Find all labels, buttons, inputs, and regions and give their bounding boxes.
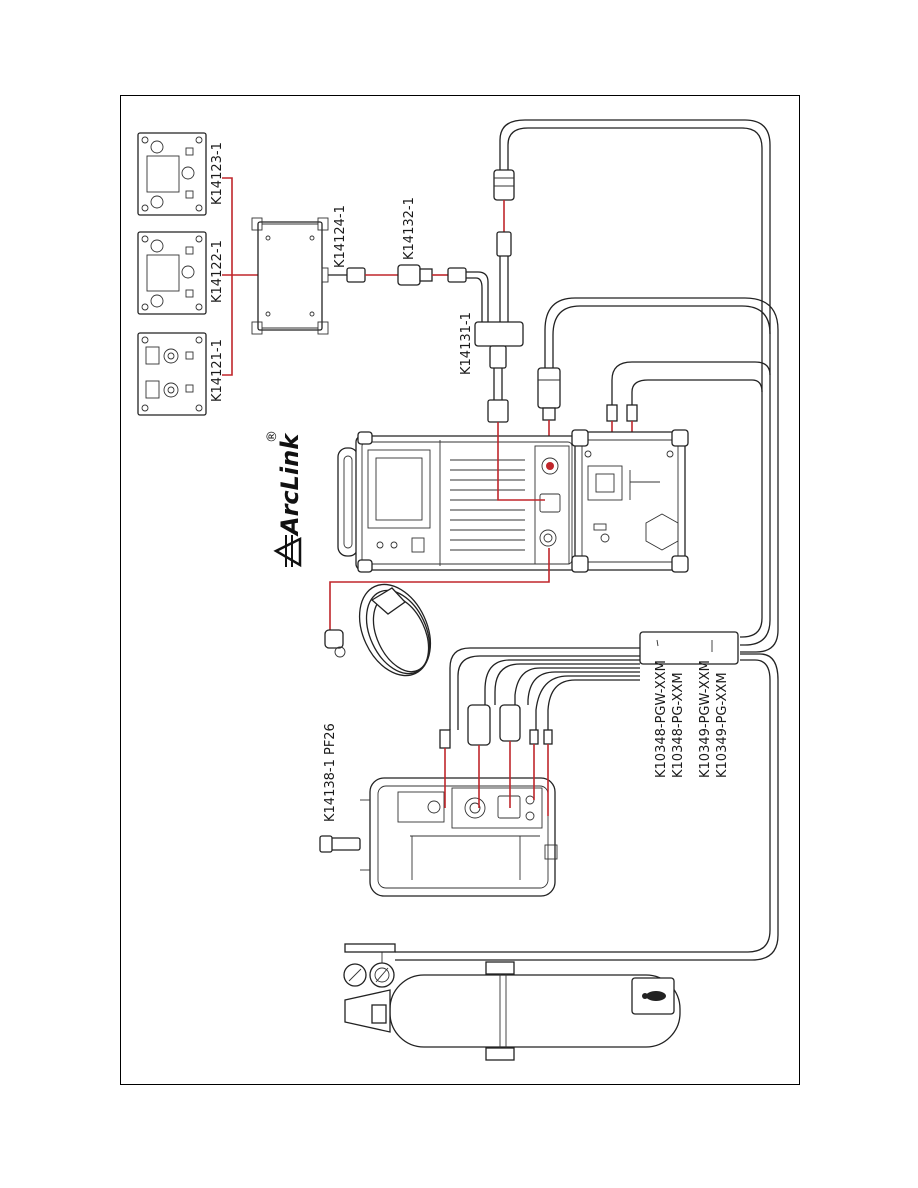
label-k14132: K14132-1 — [402, 197, 417, 260]
connector-top — [493, 169, 515, 322]
cable-k14132 — [328, 264, 489, 322]
brand-mark: ® — [265, 430, 280, 443]
label-k14138: K14138-1 PF26 — [323, 723, 338, 822]
work-clamp-icon — [324, 583, 432, 677]
connector-power-top — [537, 367, 561, 465]
control-panel-k14123 — [137, 132, 207, 216]
labels: K14121-1 K14122-1 K14123-1 K14124-1 K141… — [210, 142, 730, 822]
label-k14122: K14122-1 — [210, 240, 225, 303]
enclosure-k14124 — [251, 217, 329, 335]
label-k10348-pgw: K10348-PGW-XXM — [654, 660, 669, 778]
interconnect-cables — [395, 119, 779, 961]
control-panel-k14122 — [137, 231, 207, 315]
control-wire-loop — [329, 422, 550, 630]
gas-cylinder-icon — [343, 943, 681, 1061]
power-source-icon — [337, 429, 689, 573]
cable-bundle-sleeve — [639, 631, 739, 665]
label-k14123: K14123-1 — [210, 142, 225, 205]
label-k14124: K14124-1 — [333, 205, 348, 268]
label-k10349-pg: K10349-PG-XXM — [715, 672, 730, 778]
label-k14131: K14131-1 — [459, 312, 474, 375]
control-panel-k14121 — [137, 332, 207, 416]
arclink-logo: ArcLink ® — [265, 430, 304, 568]
label-k14121: K14121-1 — [210, 339, 225, 402]
label-k10349-pgw: K10349-PGW-XXM — [698, 660, 713, 778]
splitter-k14131 — [474, 321, 524, 423]
label-k10348-pg: K10348-PG-XXM — [671, 672, 686, 778]
feeder-wires — [444, 741, 549, 816]
brand-name: ArcLink — [276, 432, 304, 537]
diagram-frame — [120, 95, 800, 1085]
wire-feeder-icon — [319, 704, 558, 897]
